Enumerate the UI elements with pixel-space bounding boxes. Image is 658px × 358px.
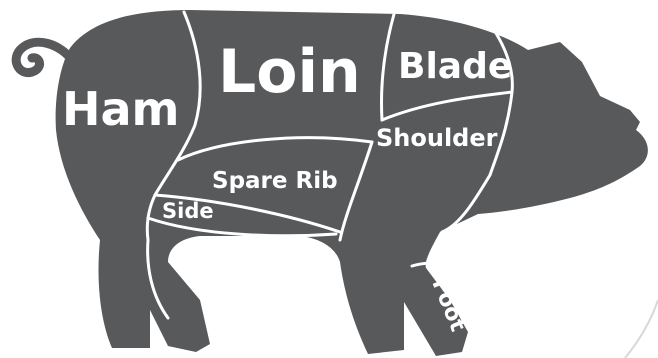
shoulder-label: Shoulder bbox=[376, 124, 498, 152]
blade-label: Blade bbox=[398, 46, 512, 87]
side-label: Side bbox=[162, 199, 214, 223]
ham-label: Ham bbox=[62, 82, 179, 136]
loin-label: Loin bbox=[218, 37, 361, 107]
spare-rib-label: Spare Rib bbox=[212, 168, 338, 194]
background-arc bbox=[625, 300, 658, 358]
